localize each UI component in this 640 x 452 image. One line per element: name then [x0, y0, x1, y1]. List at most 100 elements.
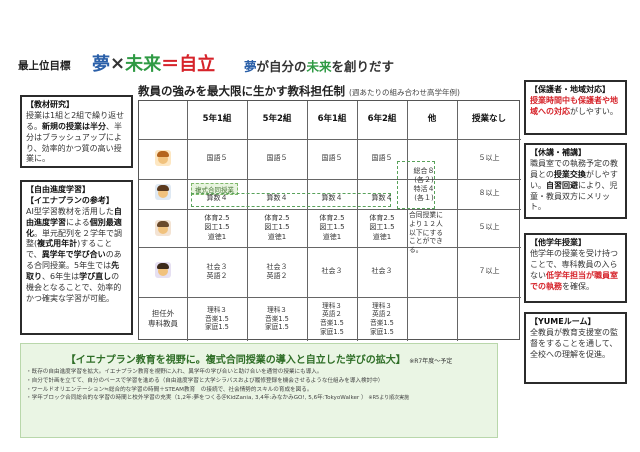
box-text: 、6年生は [42, 272, 80, 281]
box-title-2: 【イエナプランの参考】 [26, 195, 114, 205]
goal-word-dream: 夢 [92, 54, 110, 75]
teacher-avatar-icon [155, 150, 171, 166]
box-text: 職員室での執務予定の教員との [530, 158, 618, 179]
box-bold: 個別最適化 [26, 217, 122, 238]
table-cell: 体育2.5 図工1.5 道徳1 [369, 214, 395, 241]
box-text: のある合同授業。5年生では [26, 250, 122, 271]
table-title-note: (週あたりの組み合わせ高学年例) [349, 88, 460, 97]
box-text: の機会となることで、効率的かつ確実な学習が可能。 [26, 272, 122, 303]
table-cell-none: ７以上 [478, 267, 500, 276]
row-label-specialist: 担任外 専科教員 [148, 309, 178, 328]
banner-title: 【イエナプラン教育を視野に。複式合同授業の導入と自立した学びの拡大】 ※R7年度… [21, 351, 497, 366]
table-cell: 体育2.5 図工1.5 道徳1 [319, 214, 345, 241]
sub-text-2: を創りだす [331, 59, 395, 74]
goal-formula: 夢 × 未来 ＝ 自立 [92, 50, 215, 76]
table-cell: 国語５ [321, 154, 343, 163]
box-bold: 自習回避 [546, 180, 578, 190]
box-hogosha-chiiki: 【保護者・地域対応】 授業時間中も保護者や地域への対応がしやすい。 [524, 80, 627, 135]
table-title-text: 教員の強みを最大限に生かす教科担任制 [138, 84, 345, 98]
box-title: 【YUMEルーム】 [530, 317, 596, 326]
box-title: 【他学年授業】 [530, 238, 586, 247]
box-text: により、児童・教員双方にメリット。 [530, 180, 618, 212]
table-cell: 国語５ [266, 154, 288, 163]
col-header: 他 [427, 114, 437, 125]
table-cell: 算数４ [206, 194, 228, 203]
table-cell: 理科３ 音楽1.5 家庭1.5 [265, 306, 289, 332]
box-jiyu-shindo: 【自由進度学習】 【イエナプランの参考】 AI型学習教材を活用した自由進度学習に… [20, 180, 133, 335]
box-title: 【教材研究】 [26, 100, 74, 109]
sub-text-1: が自分の [256, 59, 307, 74]
banner-item: ・学年ブロック合同総合的な学習の時間と校外学習の充実（1,2年:夢をつくる＠Ki… [26, 394, 493, 403]
box-bold: 低学年担当が職員室での執務 [530, 270, 618, 291]
box-bold: 先取り [26, 261, 120, 281]
table-cell-none: ８以上 [478, 189, 500, 198]
box-text: による [66, 217, 90, 227]
goal-op-equals: ＝ [161, 54, 180, 75]
goal-subtitle: 夢が自分の未来を創りだす [244, 56, 394, 75]
table-cell-none: ５以上 [478, 154, 500, 163]
box-bold: 新規の授業は半分 [42, 121, 106, 131]
box-title: 【自由進度学習】 [26, 185, 90, 194]
col-header: 授業なし [471, 114, 506, 125]
box-text: )することで、 [26, 239, 113, 260]
table-cell: 社会３ [321, 267, 343, 276]
col-header: 5年1組 [202, 114, 232, 125]
box-text: 全教員が教育支援室の監督をすることを通して、全校への理解を促進。 [530, 327, 618, 359]
table-cell: 社会３ [371, 267, 393, 276]
table-cell: 算数４ [321, 194, 343, 203]
joint-class-highlight [191, 193, 391, 207]
box-kyouzai-kenkyu: 【教材研究】 授業は1組と2組で繰り返せる。新規の授業は半分、半分はブラッシュア… [20, 95, 133, 168]
box-tagakunen: 【他学年授業】 他学年の授業を受け持つことで、専科教員の入らない低学年担当が職員… [524, 233, 627, 303]
box-text: 授業は1組と2組で繰り返せる。 [26, 110, 125, 131]
col-header: 6年2組 [367, 114, 397, 125]
banner-title-note: ※R7年度～予定 [409, 358, 453, 365]
goal-word-future: 未来 [125, 54, 162, 75]
col-header: 6年1組 [317, 114, 347, 125]
box-bold: 学び直し [79, 272, 112, 281]
table-cell: 国語５ [206, 154, 228, 163]
table-cell: 理科３ 音楽1.5 家庭1.5 [205, 306, 229, 332]
box-bold: 異学年で学び合い [41, 250, 106, 260]
banner-list: ・既存の自由進度学習を拡大。イエナプラン教育を視野に入れ、異学年の学び合いと助け… [26, 368, 493, 403]
table-cell: 国語５ [371, 154, 393, 163]
table-cell: 理科３ 英語２ 音楽1.5 家庭1.5 [370, 301, 394, 336]
jena-plan-banner: 【イエナプラン教育を視野に。複式合同授業の導入と自立した学びの拡大】 ※R7年度… [20, 343, 498, 438]
box-text: 他学年の授業を受け持つことで、専科教員の入らない [530, 248, 618, 280]
box-bold: 自由進度学習 [26, 206, 122, 227]
table-cell: 算数４ [266, 194, 288, 203]
top-goal-label: 最上位目標 [18, 60, 71, 72]
box-yume-room: 【YUMEルーム】 全教員が教育支援室の監督をすることを通して、全校への理解を促… [524, 312, 627, 384]
banner-title-text: 【イエナプラン教育を視野に。複式合同授業の導入と自立した学びの拡大】 [65, 355, 406, 366]
table-cell: 社会３ 英語２ [266, 262, 288, 280]
table-cell: 算数４ [371, 194, 393, 203]
box-bold: 授業時間中も保護者や地域への対応 [530, 95, 618, 116]
box-bold: 授業交換 [553, 169, 586, 179]
table-cell-none [457, 297, 521, 341]
box-text: がしやすい。 [530, 169, 618, 190]
banner-item-note: ※R5より順次実施 [368, 395, 410, 402]
banner-item: ・自分で計画を立てて、自分のペースで学習を進める（自由進度学習と大学シラバスおよ… [26, 377, 384, 384]
box-text: がしやすい。 [570, 106, 618, 116]
table-cell: 体育2.5 図工1.5 道徳1 [204, 214, 230, 241]
teacher-avatar-icon [155, 262, 171, 278]
teacher-grid: 5年1組 5年2組 6年1組 6年2組 他 授業なし 国語５ 国語５ 国語５ 国… [138, 100, 521, 341]
banner-item-text: ・学年ブロック合同総合的な学習の時間と校外学習の充実（1,2年:夢をつくる＠Ki… [26, 395, 367, 402]
sub-dream: 夢 [244, 59, 257, 74]
teacher-avatar-icon [155, 184, 171, 200]
goal-word-independence: 自立 [179, 54, 216, 75]
table-title: 教員の強みを最大限に生かす教科担任制 (週あたりの組み合わせ高学年例) [138, 83, 460, 99]
sub-future: 未来 [306, 59, 332, 74]
box-text: 。単元配列を２学年で調整( [26, 228, 122, 249]
box-title: 【休講・補講】 [530, 148, 586, 157]
teacher-avatar-icon [155, 220, 171, 236]
table-cell-none: ５以上 [478, 223, 500, 232]
other-joint-note: 合同授業に より１２人 以下にする ことができ る。 [409, 211, 444, 255]
goal-op-times: × [110, 52, 126, 74]
box-kyuko-hoko: 【休講・補講】 職員室での執務予定の教員との授業交換がしやすい。自習回避により、… [524, 143, 627, 219]
banner-item: ・ワールドオリエンテーション≒総合的な学習の時間＋STEAM教育 の接続で、社会… [26, 386, 313, 393]
box-text: 、半分はブラッシュアップにより、効率的かつ質の高い授業に。 [26, 121, 122, 164]
table-cell: 体育2.5 図工1.5 道徳1 [264, 214, 290, 241]
table-cell: 社会３ 英語２ [206, 262, 228, 280]
other-sogo-tokkatsu: 総合８ (各２) 特活４ (各１) [413, 166, 435, 203]
table-cell: 理科３ 英語２ 音楽1.5 家庭1.5 [320, 301, 344, 336]
